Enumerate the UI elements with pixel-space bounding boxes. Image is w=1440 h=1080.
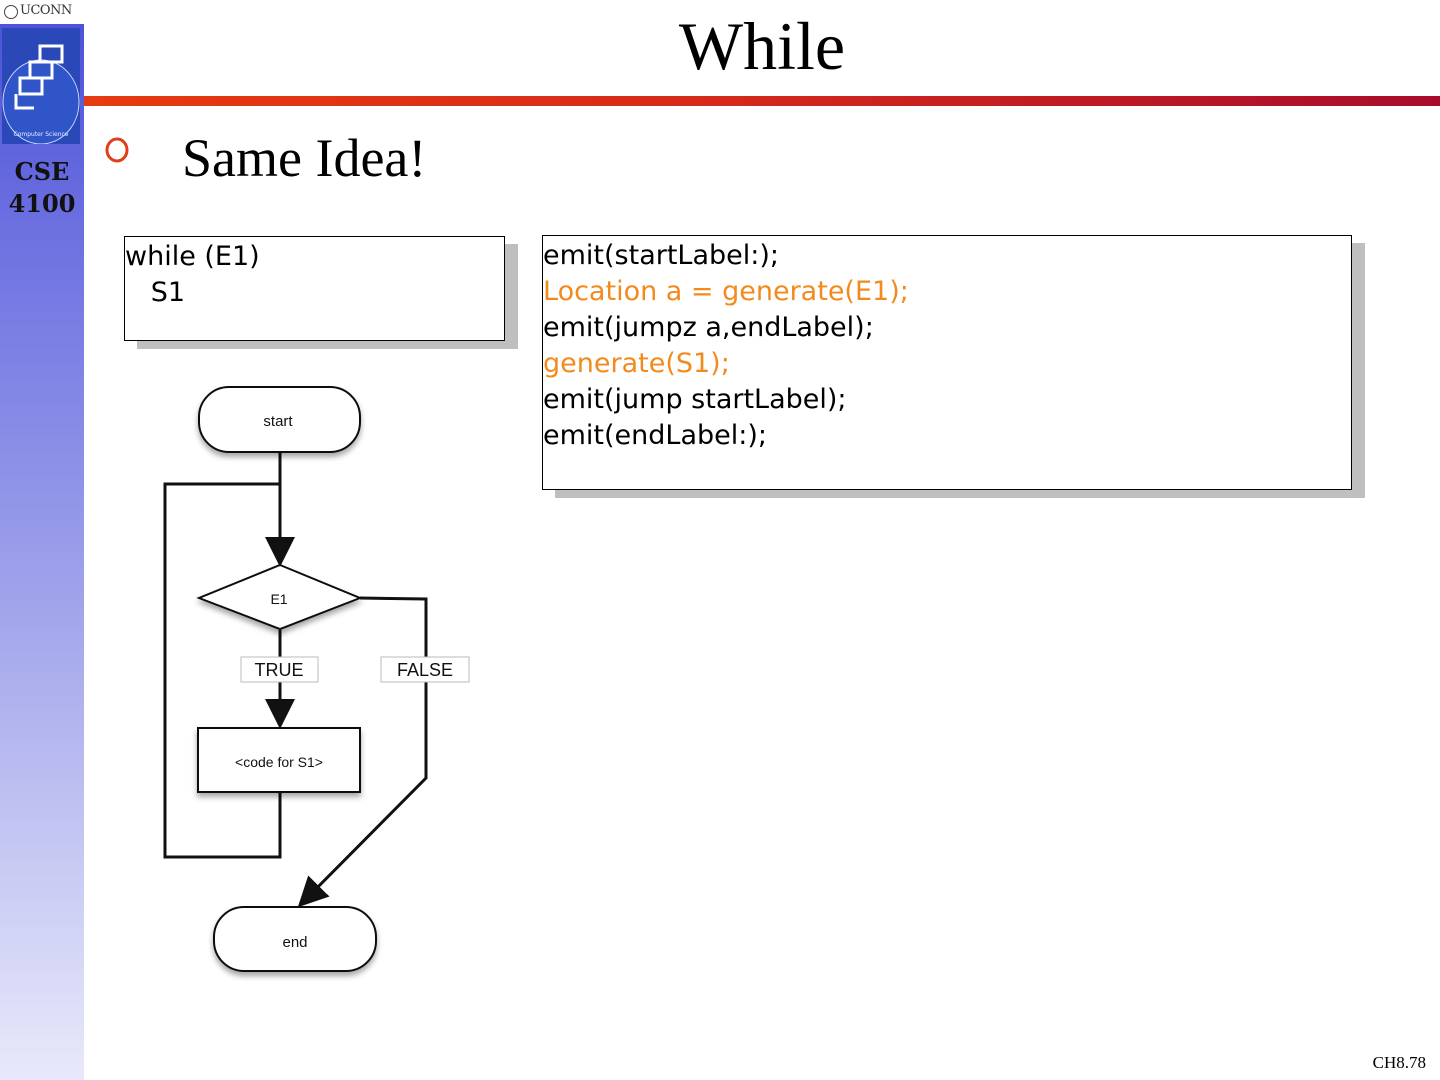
cse-department-emblem: Computer Science [2, 28, 80, 144]
start-node [198, 386, 361, 453]
while-flowchart: start E1 TRUE FALSE <code for S1> end [163, 386, 470, 972]
sidebar: UCONN Computer Science CSE 4100 [0, 0, 84, 1080]
source-line-1: while (E1) [125, 241, 260, 272]
title-divider [84, 96, 1440, 106]
slide-title: While [678, 8, 846, 84]
body-label: <code for S1> [235, 754, 323, 770]
end-label: end [282, 934, 307, 951]
gen-line-2: Location a = generate(E1); [543, 276, 909, 307]
false-label: FALSE [397, 660, 453, 680]
false-label-box [380, 656, 470, 683]
source-line-2: S1 [125, 277, 186, 308]
seal-icon [4, 5, 18, 19]
start-label: start [263, 413, 293, 430]
bullet-circle-icon [105, 137, 129, 163]
uconn-wordmark: UCONN [20, 3, 72, 18]
course-line-1: CSE [14, 157, 70, 186]
gen-line-3: emit(jumpz a,endLabel); [543, 312, 874, 343]
generated-code-box: emit(startLabel:); Location a = generate… [542, 235, 1352, 490]
condition-label: E1 [270, 591, 287, 607]
source-code-box: while (E1) S1 [124, 236, 505, 341]
gen-line-1: emit(startLabel:); [543, 240, 779, 271]
course-line-2: 4100 [8, 189, 76, 218]
uconn-logo: UCONN [0, 0, 84, 24]
false-branch-arrow [297, 596, 428, 908]
page-number: CH8.78 [1372, 1053, 1426, 1072]
body-node [197, 727, 361, 793]
loop-back-line [163, 482, 282, 859]
svg-text:Computer Science: Computer Science [14, 131, 69, 138]
bullet-text: Same Idea! [182, 128, 427, 188]
end-node [213, 906, 377, 972]
condition-node [196, 563, 363, 631]
true-label: TRUE [255, 660, 304, 680]
gen-line-6: emit(endLabel:); [543, 420, 767, 451]
course-code: CSE 4100 [0, 156, 84, 220]
true-label-box [240, 656, 319, 683]
gen-line-4: generate(S1); [543, 348, 730, 379]
gen-line-5: emit(jump startLabel); [543, 384, 847, 415]
